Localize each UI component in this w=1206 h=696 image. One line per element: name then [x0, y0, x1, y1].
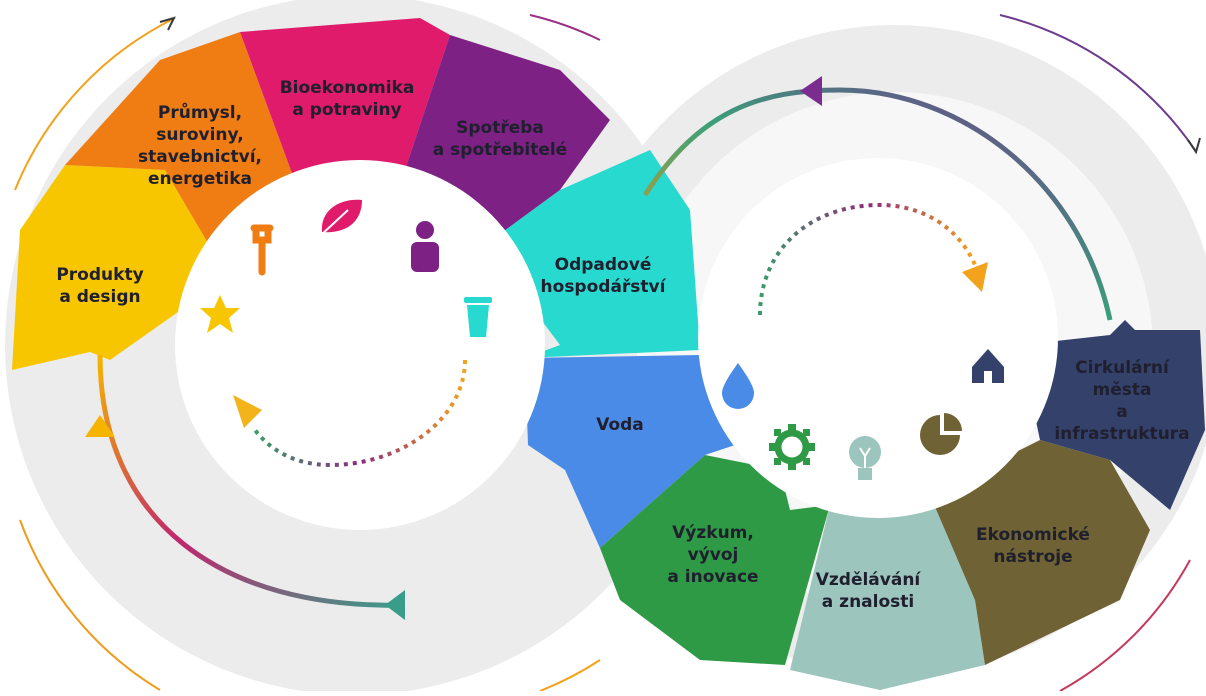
arrow-head-right-top [800, 76, 822, 106]
label-line: Voda [596, 415, 644, 435]
label-line: suroviny, [156, 125, 244, 145]
label-line: a znalosti [822, 592, 914, 612]
segment-voda [525, 355, 735, 548]
segment-vyzkum [600, 455, 830, 665]
segment-ekonomicke-nastroje [930, 440, 1150, 665]
leaf-icon [319, 199, 362, 237]
dotted-arrows [233, 202, 988, 468]
label-line: Vzdělávání [816, 570, 922, 590]
label-line: a design [59, 287, 140, 307]
light-bulb-icon [849, 436, 881, 480]
right-ring-segments [525, 320, 1205, 690]
trash-bin-icon [464, 297, 492, 337]
segment-vzdelavani [790, 495, 985, 690]
person-icon [411, 221, 439, 272]
wrench-icon [250, 224, 274, 276]
label-line: a potraviny [292, 100, 401, 120]
label-line: hospodářství [541, 277, 667, 297]
segment-produkty-design [12, 165, 215, 370]
label-line: města [1093, 380, 1152, 400]
label-line: Odpadové [555, 255, 652, 275]
label-line: Průmysl, [158, 101, 242, 123]
label-line: infrastruktura [1054, 424, 1189, 444]
label-prumysl: Průmysl,suroviny,stavebnictví,energetika [138, 101, 262, 189]
label-line: a spotřebitelé [433, 140, 567, 160]
label-line: Bioekonomika [280, 78, 415, 98]
label-line: a inovace [667, 567, 758, 587]
house-icon [972, 349, 1004, 383]
right-inner-circle [698, 158, 1058, 518]
label-line: Cirkulární [1075, 358, 1170, 378]
star-icon [200, 295, 240, 333]
water-drop-icon [722, 363, 754, 409]
label-line: Ekonomické [976, 525, 1090, 545]
segment-cirkularni-mesta [1020, 320, 1205, 510]
label-line: Spotřeba [456, 118, 544, 138]
outer-decorative-arcs [14, 14, 1201, 692]
label-voda: Voda [596, 415, 644, 435]
left-inner-circle [175, 160, 545, 530]
arrow-head-up [85, 415, 115, 437]
label-line: Výzkum, [672, 523, 754, 543]
gear-icon [769, 424, 815, 470]
label-line: Produkty [56, 265, 143, 285]
flow-arrows [85, 76, 1113, 620]
segment-prumysl [65, 32, 300, 255]
pie-chart-icon [920, 413, 962, 455]
label-line: nástroje [993, 547, 1072, 567]
segment-bioekonomika [240, 18, 450, 195]
label-line: stavebnictví, [138, 147, 262, 167]
label-line: a [1116, 402, 1127, 422]
dotted-arrow-head-left [233, 395, 262, 428]
label-line: energetika [148, 169, 252, 189]
arrow-head-left [385, 590, 405, 620]
label-line: vývoj [688, 545, 739, 565]
dotted-arrow-head-right [962, 262, 988, 292]
